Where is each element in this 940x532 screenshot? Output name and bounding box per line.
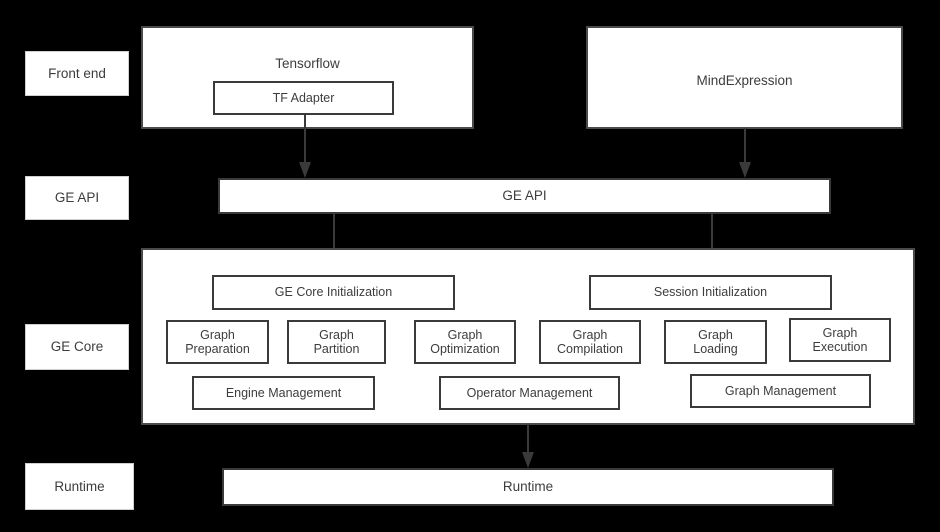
mindexpression-container: MindExpression — [586, 26, 903, 129]
graph-management-box: Graph Management — [690, 374, 871, 408]
operator-management-box: Operator Management — [439, 376, 620, 410]
lane-label-ge-api: GE API — [25, 176, 129, 220]
arrow-mindexpression-to-ge-api — [737, 128, 753, 180]
session-initialization-box: Session Initialization — [589, 275, 832, 310]
tf-adapter-box: TF Adapter — [213, 81, 394, 115]
graph-execution-box: Graph Execution — [789, 318, 891, 362]
tensorflow-label: Tensorflow — [275, 56, 340, 71]
lane-label-ge-core: GE Core — [25, 324, 129, 370]
ge-api-bar: GE API — [218, 178, 831, 214]
lane-label-front-end: Front end — [25, 51, 129, 96]
graph-preparation-box: Graph Preparation — [166, 320, 269, 364]
arrow-ge-core-to-runtime — [520, 424, 536, 470]
graph-compilation-box: Graph Compilation — [539, 320, 641, 364]
engine-management-box: Engine Management — [192, 376, 375, 410]
graph-optimization-box: Graph Optimization — [414, 320, 516, 364]
graph-loading-box: Graph Loading — [664, 320, 767, 364]
mindexpression-label: MindExpression — [696, 73, 793, 88]
ge-core-initialization-box: GE Core Initialization — [212, 275, 455, 310]
lane-label-runtime: Runtime — [25, 463, 134, 510]
runtime-bar: Runtime — [222, 468, 834, 506]
arrow-tf-adapter-to-ge-api — [297, 114, 313, 180]
graph-partition-box: Graph Partition — [287, 320, 386, 364]
